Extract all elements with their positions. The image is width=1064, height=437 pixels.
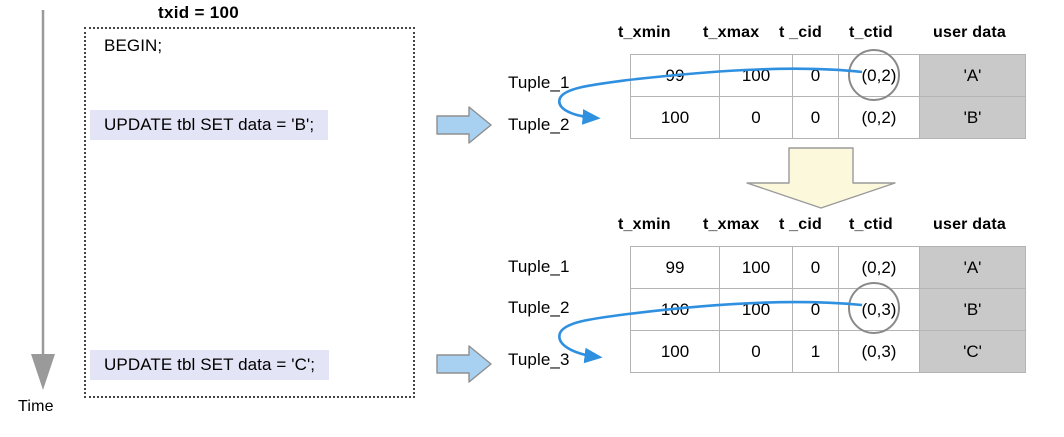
header-t-xmin-bottom: t_xmin xyxy=(618,216,671,233)
header-t-ctid-top: t_ctid xyxy=(849,24,893,41)
header-t-xmax-top: t_xmax xyxy=(703,24,760,41)
tuple-label-1-top: Tuple_1 xyxy=(508,73,570,92)
cell-t2-xmax-bottom: 100 xyxy=(719,288,793,331)
header-t-xmin-top: t_xmin xyxy=(618,24,671,41)
header-t-cid-bottom: t _cid xyxy=(779,216,822,233)
update-b-flow-arrow-icon xyxy=(436,106,492,144)
statement-update-c: UPDATE tbl SET data = 'C'; xyxy=(90,350,330,380)
header-user-data-bottom: user data xyxy=(933,216,1006,233)
cell-t3-xmin-bottom: 100 xyxy=(630,330,720,373)
cell-t2-ctid-bottom: (0,3) xyxy=(838,288,920,331)
cell-t2-cid-top: 0 xyxy=(792,96,839,139)
header-t-ctid-bottom: t_ctid xyxy=(849,216,893,233)
cell-t1-xmin-bottom: 99 xyxy=(630,246,720,289)
tuple-table-after-update-b: 99 100 0 (0,2) 'A' 100 0 0 (0,2) 'B' xyxy=(630,54,1026,139)
statement-update-b: UPDATE tbl SET data = 'B'; xyxy=(90,110,329,140)
table-row: 100 0 1 (0,3) 'C' xyxy=(630,330,1026,373)
cell-t2-userdata-top: 'B' xyxy=(919,96,1026,139)
cell-t1-ctid-top: (0,2) xyxy=(838,54,920,97)
table-row: 99 100 0 (0,2) 'A' xyxy=(630,54,1026,97)
between-tables-down-arrow-icon xyxy=(746,147,896,209)
cell-t2-userdata-bottom: 'B' xyxy=(919,288,1026,331)
cell-t3-cid-bottom: 1 xyxy=(792,330,839,373)
statement-begin: BEGIN; xyxy=(104,36,163,55)
cell-t1-cid-top: 0 xyxy=(792,54,839,97)
time-axis-label: Time xyxy=(18,398,54,415)
cell-t2-ctid-top: (0,2) xyxy=(838,96,920,139)
cell-t1-userdata-top: 'A' xyxy=(919,54,1026,97)
header-t-cid-top: t _cid xyxy=(779,24,822,41)
cell-t1-userdata-bottom: 'A' xyxy=(919,246,1026,289)
table-row: 100 100 0 (0,3) 'B' xyxy=(630,288,1026,331)
time-axis-arrow-icon xyxy=(31,10,55,390)
update-c-flow-arrow-icon xyxy=(436,345,492,383)
header-t-xmax-bottom: t_xmax xyxy=(703,216,760,233)
cell-t3-xmax-bottom: 0 xyxy=(719,330,793,373)
cell-t2-cid-bottom: 0 xyxy=(792,288,839,331)
tuple-label-1-bottom: Tuple_1 xyxy=(508,257,570,276)
cell-t1-ctid-bottom: (0,2) xyxy=(838,246,920,289)
cell-t1-xmax-bottom: 100 xyxy=(719,246,793,289)
table-row: 99 100 0 (0,2) 'A' xyxy=(630,246,1026,289)
tuple-label-2-top: Tuple_2 xyxy=(508,115,570,134)
cell-t1-xmin-top: 99 xyxy=(630,54,720,97)
txid-label: txid = 100 xyxy=(158,3,239,22)
tuple-label-2-bottom: Tuple_2 xyxy=(508,298,570,317)
cell-t2-xmin-bottom: 100 xyxy=(630,288,720,331)
cell-t3-ctid-bottom: (0,3) xyxy=(838,330,920,373)
table-row: 100 0 0 (0,2) 'B' xyxy=(630,96,1026,139)
cell-t1-cid-bottom: 0 xyxy=(792,246,839,289)
tuple-table-after-update-c: 99 100 0 (0,2) 'A' 100 100 0 (0,3) 'B' 1… xyxy=(630,246,1026,373)
tuple-label-3-bottom: Tuple_3 xyxy=(508,350,570,369)
cell-t2-xmin-top: 100 xyxy=(630,96,720,139)
cell-t3-userdata-bottom: 'C' xyxy=(919,330,1026,373)
header-user-data-top: user data xyxy=(933,24,1006,41)
cell-t1-xmax-top: 100 xyxy=(719,54,793,97)
transaction-box xyxy=(84,27,415,398)
cell-t2-xmax-top: 0 xyxy=(719,96,793,139)
